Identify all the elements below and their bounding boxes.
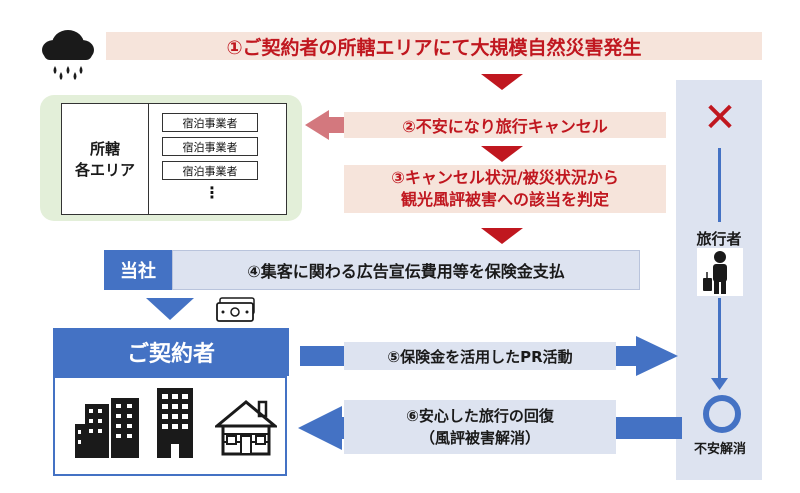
down-arrow-2 <box>481 146 523 162</box>
step3-line2: 観光風評被害への該当を判定 <box>400 190 609 209</box>
hotel-building-icon <box>157 388 193 458</box>
step4-text: ④集客に関わる広告宣伝費用等を保険金支払 <box>247 262 565 281</box>
step5-banner: ⑤保険金を活用したPR活動 <box>344 342 616 370</box>
area-label: 所轄 各エリア <box>62 104 149 214</box>
step1-text: ①ご契約者の所轄エリアにて大規模自然災害発生 <box>226 36 642 59</box>
step6-line2: （風評被害解消） <box>419 429 540 447</box>
step2-text: ②不安になり旅行キャンセル <box>402 117 608 136</box>
area-box: 所轄 各エリア 宿泊事業者 宿泊事業者 宿泊事業者 ⋮ <box>61 103 287 215</box>
connector-line-bottom <box>718 298 721 378</box>
area-label-line2: 各エリア <box>74 161 135 179</box>
contractor-buildings <box>53 376 287 476</box>
step4-banner: ④集客に関わる広告宣伝費用等を保険金支払 <box>172 250 640 290</box>
relief-label: 不安解消 <box>693 442 746 457</box>
relief-circle-icon <box>703 395 741 433</box>
step6-banner: ⑥安心した旅行の回復 （風評被害解消） <box>344 400 616 454</box>
contractor-label-text: ご契約者 <box>126 342 215 367</box>
company-label: 当社 <box>104 250 172 290</box>
rain-cloud-icon <box>38 26 98 82</box>
step3-line1: ③キャンセル状況/被災状況から <box>391 168 619 187</box>
office-buildings-icon <box>75 398 139 458</box>
step6-line1: ⑥安心した旅行の回復 <box>406 407 554 425</box>
contractor-label: ご契約者 <box>53 328 289 376</box>
cabin-icon <box>215 400 277 456</box>
banknote-icon <box>214 296 258 326</box>
business-item: 宿泊事業者 <box>162 113 258 132</box>
down-arrow-blue <box>146 298 194 324</box>
business-ellipsis: ⋮ <box>204 183 220 202</box>
business-list: 宿泊事業者 宿泊事業者 宿泊事業者 ⋮ <box>148 104 286 214</box>
step3-banner: ③キャンセル状況/被災状況から 観光風評被害への該当を判定 <box>344 165 666 213</box>
down-arrow-1 <box>481 74 523 90</box>
step2-banner: ②不安になり旅行キャンセル <box>344 112 666 138</box>
connector-line-top <box>718 148 721 222</box>
down-arrow-3 <box>481 228 523 244</box>
step1-banner: ①ご契約者の所轄エリアにて大規模自然災害発生 <box>106 32 762 60</box>
step5-text: ⑤保険金を活用したPR活動 <box>387 347 573 366</box>
business-item: 宿泊事業者 <box>162 161 258 180</box>
company-label-text: 当社 <box>120 261 156 282</box>
cross-icon: ✕ <box>703 95 737 141</box>
business-item: 宿泊事業者 <box>162 137 258 156</box>
area-label-line1: 所轄 <box>89 140 120 158</box>
connector-arrowhead <box>711 375 728 394</box>
traveler-label: 旅行者 <box>696 230 742 248</box>
traveler-icon <box>697 248 743 296</box>
